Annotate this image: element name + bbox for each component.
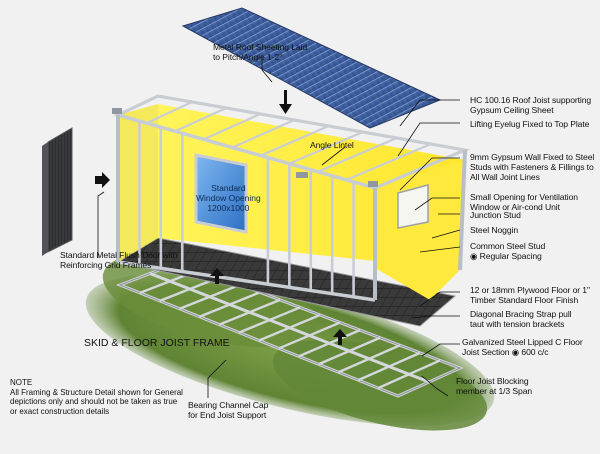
- label-gypsum-wall-line1: 9mm Gypsum Wall Fixed to Steel: [470, 152, 595, 162]
- assembly-arrows: [95, 90, 347, 345]
- floor-joist: [218, 298, 281, 326]
- label-floor-blocking: Floor Joist Blocking member at 1/3 Span: [456, 376, 532, 396]
- label-galvanized-joist-line2: Joist Section ◉ 600 c/c: [462, 347, 549, 357]
- label-floor-blocking-line1: Floor Joist Blocking: [456, 376, 529, 386]
- roof-joist: [260, 124, 329, 157]
- label-junction-stud: Junction Stud: [470, 210, 521, 220]
- label-plywood-floor-line2: Timber Standard Floor Finish: [470, 295, 579, 305]
- construction-note: NOTE All Framing & Structure Detail show…: [10, 378, 183, 416]
- callout-leader-lines: [97, 58, 461, 398]
- label-galvanized-joist-line1: Galvanized Steel Lipped C Floor: [462, 337, 583, 347]
- roof-joist: [174, 106, 227, 133]
- label-roof-joist: HC 100.16 Roof Joist supporting Gypsum C…: [470, 95, 591, 115]
- note-line2: depictions only and should not be taken …: [10, 397, 178, 406]
- floor-joist: [298, 329, 361, 358]
- label-gypsum-wall-line3: All Wall Joint Lines: [470, 172, 540, 182]
- roof-joist: [146, 101, 193, 125]
- label-roof-joist-line1: HC 100.16 Roof Joist supporting: [470, 95, 592, 105]
- label-gypsum-wall: 9mm Gypsum Wall Fixed to Steel Studs wit…: [470, 152, 594, 182]
- label-bracing-strap-line1: Diagonal Bracing Strap pull: [470, 309, 572, 319]
- lifting-eyelugs: [112, 108, 378, 187]
- label-lifting-eyelug: Lifting Eyelug Fixed to Top Plate: [470, 119, 589, 129]
- floor-joist: [318, 336, 381, 366]
- door-ribs: [50, 129, 70, 251]
- label-bearing-channel: Bearing Channel Cap for End Joist Suppor…: [188, 400, 268, 420]
- left-end-wall: [118, 104, 158, 262]
- roof-joist: [288, 130, 364, 165]
- label-steel-noggin: Steel Noggin: [470, 225, 518, 235]
- roof-joists: [146, 101, 432, 181]
- floor-joist: [198, 291, 261, 318]
- label-junction-stud-line1: Junction Stud: [470, 210, 521, 220]
- label-door-line1: Standard Metal Flush Door with: [60, 250, 178, 260]
- label-lifting-eyelug-line1: Lifting Eyelug Fixed to Top Plate: [470, 119, 590, 129]
- roof-joist: [231, 118, 295, 149]
- label-door: Standard Metal Flush Door with Reinforci…: [60, 250, 177, 270]
- label-floor-blocking-line2: member at 1/3 Span: [456, 386, 533, 396]
- label-angle-lintel-line1: Angle Lintel: [310, 140, 354, 150]
- label-window-opening-line1: Standard: [211, 183, 246, 193]
- floor-joist: [337, 344, 401, 374]
- label-plywood-floor-line1: 12 or 18mm Plywood Floor or 1": [470, 285, 590, 295]
- label-window-opening-line3: 1200x1000: [207, 203, 250, 213]
- roof-joist: [203, 112, 261, 141]
- label-bearing-channel-line2: for End Joist Support: [188, 410, 267, 420]
- label-small-opening: Small Opening for Ventilation Window or …: [470, 192, 578, 212]
- label-skid-frame: SKID & FLOOR JOIST FRAME: [84, 337, 230, 349]
- container-floor: [116, 237, 457, 327]
- note-line3: or exact construction details: [10, 406, 110, 416]
- label-common-stud: Common Steel Stud ◉ Regular Spacing: [470, 241, 545, 261]
- roof-joist: [346, 142, 432, 181]
- floor-joist: [377, 359, 441, 390]
- label-small-opening-line1: Small Opening for Ventilation: [470, 192, 578, 202]
- label-steel-noggin-line1: Steel Noggin: [470, 225, 519, 235]
- floor-joist-rungs: [139, 268, 441, 390]
- label-small-opening-line2: Window or Air-cond Unit: [470, 202, 560, 212]
- note-heading: NOTE: [10, 378, 33, 387]
- label-bracing-strap: Diagonal Bracing Strap pull taut with te…: [470, 309, 572, 329]
- floor-joist: [179, 283, 241, 310]
- label-roof-sheeting-line2: to Pitch/Angle 1-2°: [213, 52, 283, 62]
- note-line1: All Framing & Structure Detail shown for…: [10, 387, 183, 397]
- label-galvanized-joist: Galvanized Steel Lipped C Floor Joist Se…: [462, 337, 583, 357]
- front-wall-studs: [138, 121, 355, 297]
- label-roof-sheeting: Metal Roof Sheeting Laid to Pitch/Angle …: [213, 42, 307, 62]
- standard-window: [194, 153, 248, 234]
- label-bracing-strap-line2: taut with tension brackets: [470, 319, 565, 329]
- label-bearing-channel-line1: Bearing Channel Cap: [188, 400, 269, 410]
- label-common-stud-line2: ◉ Regular Spacing: [470, 251, 542, 261]
- roof-joist: [317, 136, 398, 173]
- label-angle-lintel: Angle Lintel: [310, 140, 354, 150]
- label-window-opening-line2: Window Opening: [196, 193, 261, 203]
- end-wall-gypsum: [375, 160, 465, 300]
- label-door-line2: Reinforcing Grid Frames: [60, 260, 152, 270]
- floor-joist: [258, 313, 321, 342]
- label-roof-joist-line2: Gypsum Ceiling Sheet: [470, 105, 554, 115]
- label-gypsum-wall-line2: Studs with Fasteners & Fillings to: [470, 162, 594, 172]
- label-window-opening: Standard Window Opening 1200x1000: [196, 183, 261, 213]
- floor-joist: [238, 306, 301, 334]
- floor-joist: [357, 351, 421, 382]
- corner-posts: [116, 115, 467, 300]
- floor-joist: [278, 321, 341, 350]
- label-roof-sheeting-line1: Metal Roof Sheeting Laid: [213, 42, 308, 52]
- label-common-stud-line1: Common Steel Stud: [470, 241, 546, 251]
- label-plywood-floor: 12 or 18mm Plywood Floor or 1" Timber St…: [470, 285, 590, 305]
